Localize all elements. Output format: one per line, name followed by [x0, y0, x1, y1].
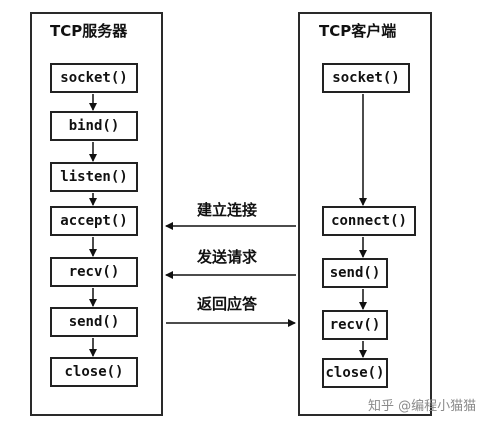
server-title: TCP服务器 — [50, 22, 128, 40]
server-recv-box: recv() — [50, 257, 138, 287]
message-label-connect: 建立连接 — [197, 201, 258, 219]
server-send-box: send() — [50, 307, 138, 337]
server-socket-box: socket() — [50, 63, 138, 93]
server-accept-box: accept() — [50, 206, 138, 236]
watermark: 知乎 @编程小猫猫 — [368, 399, 477, 414]
server-bind-box: bind() — [50, 111, 138, 141]
server-listen-box: listen() — [50, 162, 138, 192]
server-close-box: close() — [50, 357, 138, 387]
client-recv-box: recv() — [322, 310, 388, 340]
client-send-box: send() — [322, 258, 388, 288]
client-title: TCP客户端 — [319, 22, 397, 40]
client-connect-box: connect() — [322, 206, 416, 236]
message-label-request: 发送请求 — [197, 248, 258, 266]
message-label-response: 返回应答 — [197, 295, 258, 313]
client-socket-box: socket() — [322, 63, 410, 93]
client-close-box: close() — [322, 358, 388, 388]
